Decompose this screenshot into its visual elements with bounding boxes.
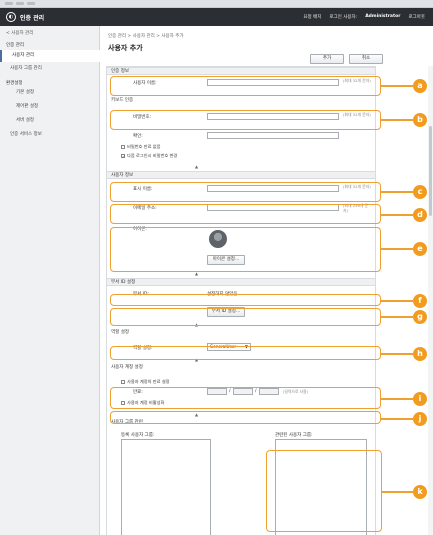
registered-groups-label: 등록 사용자 그룹: (121, 433, 155, 438)
header-link-request[interactable]: 요청 배치 (303, 15, 322, 20)
add-button[interactable]: 추가 (310, 54, 344, 64)
sidebar-section-settings: 환경설정 (6, 81, 23, 86)
browser-chrome (0, 0, 433, 8)
expire-setting-checkbox[interactable]: 사용자 계정의 만료 설정 (121, 379, 170, 385)
sidebar-item-basic-settings[interactable]: 기본 설정 (16, 90, 34, 95)
sidebar: < 사용자 관리 인증 관리 사용자 관리 사용자 그룹 관리 환경설정 기본 … (0, 26, 100, 535)
app-title: 인증 관리 (20, 15, 45, 22)
sidebar-item-group-management[interactable]: 사용자 그룹 관리 (10, 66, 42, 71)
logout-link[interactable]: 로그아웃 (408, 15, 425, 20)
highlight-i (110, 387, 381, 409)
expiry-day-input[interactable] (259, 388, 279, 395)
scrollbar[interactable] (428, 66, 433, 535)
header-login-user-label: 로그인 사용자: (329, 15, 358, 20)
section-dept-id: 부서 ID 설정 (107, 278, 375, 286)
section-role: 역할 설정 (107, 329, 375, 337)
highlight-k (266, 450, 382, 532)
username-label: 사용자 이름: (133, 81, 157, 86)
callout-i: i (413, 392, 427, 406)
display-name-input[interactable] (207, 185, 339, 192)
collapse-marker[interactable]: ▲ (195, 322, 199, 327)
section-auth-info: 인증 정보 (107, 67, 375, 75)
confirm-label: 확인: (133, 134, 143, 139)
scrollbar-thumb[interactable] (429, 126, 432, 216)
username-input[interactable] (207, 79, 339, 86)
callout-g: g (413, 310, 427, 324)
expiry-month-input[interactable] (233, 388, 253, 395)
section-user-info: 사용자 정보 (107, 171, 375, 179)
collapse-marker[interactable]: ▲ (195, 412, 199, 417)
sidebar-back-link[interactable]: < 사용자 관리 (6, 31, 34, 36)
icon-label: 아이콘: (133, 227, 147, 232)
display-name-hint: (최대 32개 문자) (343, 184, 371, 189)
app-header: ◐ 인증 관리 요청 배치 로그인 사용자: Administrator 로그아… (0, 8, 433, 26)
email-hint: (최대 256개 문자) (343, 203, 369, 213)
collapse-marker[interactable]: ▲ (195, 164, 199, 169)
header-user-name: Administrator (365, 14, 401, 19)
page-title: 사용자 추가 (108, 44, 143, 52)
app-logo-icon: ◐ (6, 12, 16, 22)
disable-account-checkbox[interactable]: 사용자 계정 비활성화 (121, 400, 164, 406)
sidebar-item-user-management[interactable]: 사용자 관리 (0, 50, 100, 62)
callout-f: f (413, 294, 427, 308)
callout-h: h (413, 347, 427, 361)
callout-d: d (413, 208, 427, 222)
avatar-icon (209, 230, 227, 248)
highlight-j (110, 411, 381, 424)
sidebar-item-auth-service-info[interactable]: 인증 서비스 정보 (10, 132, 42, 137)
callout-e: e (413, 242, 427, 256)
username-hint: (최대 32개 문자) (343, 78, 371, 83)
callout-c: c (413, 185, 427, 199)
highlight-h (110, 346, 381, 360)
expiry-label: 만료: (133, 390, 143, 395)
registered-groups-list[interactable] (121, 439, 211, 535)
highlight-f (110, 294, 381, 306)
set-icon-button[interactable]: 아이콘 설정... (207, 255, 245, 265)
section-keyboard-auth: 키보드 인증 (107, 97, 375, 105)
confirm-input[interactable] (207, 132, 339, 139)
password-input[interactable] (207, 113, 339, 120)
no-expire-checkbox[interactable]: 비밀번호 만료 없음 (121, 144, 160, 150)
set-dept-id-button[interactable]: 부서 ID 설정... (207, 307, 245, 317)
password-hint: (최대 32개 문자) (343, 112, 371, 117)
header-links: 요청 배치 로그인 사용자: Administrator 로그아웃 (303, 14, 425, 20)
related-groups-label: 관련된 사용자 그룹: (275, 433, 313, 438)
highlight-d (110, 204, 381, 224)
section-account: 사용자 계정 설정 (107, 364, 375, 372)
highlight-a (110, 76, 381, 96)
collapse-marker[interactable]: ▲ (195, 271, 199, 276)
cancel-button[interactable]: 취소 (349, 54, 383, 64)
related-groups-list[interactable] (275, 439, 367, 535)
callout-b: b (413, 113, 427, 127)
callout-a: a (413, 79, 427, 93)
sidebar-item-panel-settings[interactable]: 제어판 설정 (16, 104, 39, 109)
email-label: 이메일 주소: (133, 206, 157, 211)
password-label: 비밀번호: (133, 115, 152, 120)
expiry-hint: (달력으로 사용) (283, 389, 309, 394)
callout-j: j (413, 412, 427, 426)
change-next-login-checkbox[interactable]: ✓다음 로그인시 비밀번호 변경 (121, 153, 178, 159)
highlight-e (110, 227, 381, 272)
sidebar-section-auth: 인증 관리 (6, 43, 24, 48)
display-name-label: 표시 이름: (133, 187, 153, 192)
highlight-b (110, 110, 381, 130)
expiry-year-input[interactable] (207, 388, 227, 395)
highlight-g (110, 308, 381, 326)
highlight-c (110, 182, 381, 202)
sidebar-item-server-settings[interactable]: 서버 설정 (16, 118, 34, 123)
callout-k: k (413, 485, 427, 499)
breadcrumb: 인증 관리 > 사용자 관리 > 사용자 추가 (108, 34, 184, 39)
role-label: 역할 설정: (133, 346, 153, 351)
